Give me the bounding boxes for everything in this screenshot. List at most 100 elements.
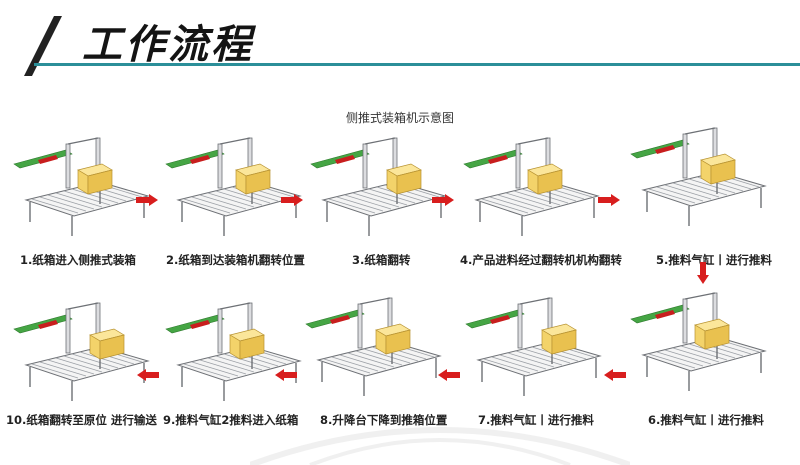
flow-arrow-right-1 <box>136 194 158 206</box>
roller <box>183 363 231 379</box>
roller <box>376 186 424 202</box>
step-6-illustration <box>625 285 775 395</box>
machine-drawing <box>13 302 150 401</box>
machine-drawing <box>310 137 447 236</box>
frame-beam <box>519 297 551 305</box>
carton-front <box>87 169 113 195</box>
roller <box>71 188 119 204</box>
frame-post <box>217 143 223 189</box>
roller <box>328 198 376 214</box>
roller <box>323 358 371 374</box>
carton-front <box>710 159 736 185</box>
flow-arrow-down <box>697 262 709 284</box>
step-9-illustration <box>160 295 310 405</box>
roller <box>191 196 239 212</box>
roller <box>55 357 103 373</box>
background-watermark <box>250 427 630 465</box>
roller <box>207 192 255 208</box>
flap-gate <box>655 310 675 319</box>
frame-beam <box>684 127 716 135</box>
step-3-illustration <box>305 130 455 240</box>
roller <box>688 178 736 194</box>
step-5-caption: 5.推料气缸丨进行推料 <box>656 253 772 267</box>
flap-gate <box>330 315 350 324</box>
roller <box>672 347 720 363</box>
roller <box>680 345 728 361</box>
carton-front <box>551 329 577 355</box>
roller <box>481 198 529 214</box>
roller <box>71 353 119 369</box>
step-4-illustration <box>458 130 608 240</box>
roller <box>521 188 569 204</box>
roller <box>499 354 547 370</box>
step-2-illustration <box>160 130 310 240</box>
roller <box>336 196 384 212</box>
carton-front <box>396 169 422 195</box>
frame-post <box>682 133 688 179</box>
flow-arrow-right-2 <box>281 194 303 206</box>
roller <box>491 356 539 372</box>
roller <box>523 348 571 364</box>
machine-drawing <box>165 302 302 401</box>
slash-mark <box>24 16 62 76</box>
step-10-caption: 10.纸箱翻转至原位 进行输送 <box>6 413 157 427</box>
step-1-illustration <box>8 130 158 240</box>
roller <box>339 354 387 370</box>
frame-beam <box>364 137 396 145</box>
roller <box>215 190 263 206</box>
conveyor-table <box>176 181 302 217</box>
roller <box>507 352 555 368</box>
diagram-subtitle: 侧推式装箱机示意图 <box>345 111 454 125</box>
roller <box>688 343 736 359</box>
frame-post <box>65 308 71 354</box>
conveyor-table <box>641 336 767 372</box>
machine-drawing <box>630 127 767 226</box>
machine-drawing <box>630 292 767 391</box>
roller <box>489 196 537 212</box>
roller <box>199 194 247 210</box>
roller <box>31 363 79 379</box>
roller <box>664 349 712 365</box>
roller <box>355 350 403 366</box>
conveyor-table <box>316 341 442 377</box>
roller <box>515 350 563 366</box>
roller <box>656 186 704 202</box>
flap-gate <box>190 320 210 329</box>
roller <box>664 184 712 200</box>
step-2-caption: 2.纸箱到达装箱机翻转位置 <box>166 253 305 267</box>
roller <box>368 188 416 204</box>
frame-beam <box>684 292 716 300</box>
roller <box>207 357 255 373</box>
roller <box>55 192 103 208</box>
roller <box>680 180 728 196</box>
flap-gate <box>490 315 510 324</box>
step-10-illustration <box>8 295 158 405</box>
machine-drawing <box>305 297 442 396</box>
flow-arrow-right-3 <box>432 194 454 206</box>
frame-post <box>217 308 223 354</box>
conveyor-table <box>24 346 150 382</box>
step-1-caption: 1.纸箱进入侧推式装箱 <box>20 253 136 267</box>
flap-gate <box>655 145 675 154</box>
carton-front <box>537 169 563 195</box>
frame-beam <box>359 297 391 305</box>
roller <box>199 359 247 375</box>
step-7-illustration <box>460 290 610 400</box>
roller <box>39 361 87 377</box>
conveyor-table <box>474 181 600 217</box>
machine-drawing <box>165 137 302 236</box>
roller <box>183 198 231 214</box>
flow-arrow-left-4 <box>137 369 159 381</box>
roller <box>352 192 400 208</box>
machine-drawing <box>465 297 602 396</box>
frame-post <box>357 303 363 349</box>
header: 工作流程 <box>0 0 800 76</box>
carton-front <box>239 334 265 360</box>
conveyor-table <box>24 181 150 217</box>
step-8-illustration <box>300 290 450 400</box>
roller <box>47 194 95 210</box>
flap-gate <box>38 155 58 164</box>
roller <box>483 358 531 374</box>
roller <box>191 361 239 377</box>
flap-gate <box>190 155 210 164</box>
